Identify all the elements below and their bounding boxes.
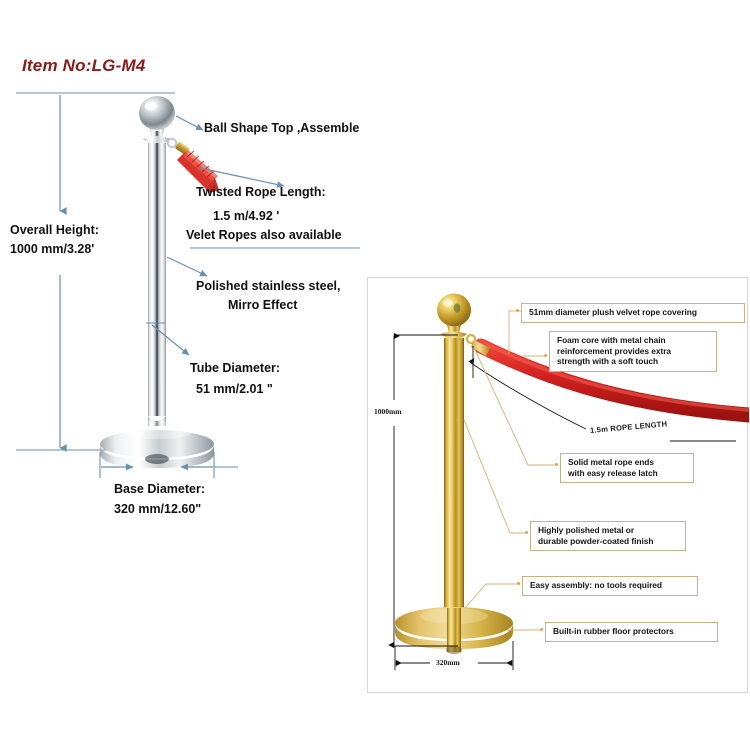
- overall-height-label: Overall Height:: [10, 223, 99, 237]
- height-dimension-label: 1000mm: [374, 407, 402, 416]
- annotation-tube-diameter-title: Tube Diameter:: [190, 361, 281, 375]
- leader-ball-top: [175, 115, 204, 131]
- leader-tube-diameter: [146, 322, 190, 356]
- height-dimension: [388, 332, 458, 649]
- velvet-rope-illustration: [473, 338, 749, 423]
- base-dimension: [394, 641, 514, 670]
- callout-leader-lines: [463, 310, 555, 631]
- leader-finish: [166, 256, 208, 277]
- base-diameter-value: 320 mm/12.60": [114, 502, 202, 516]
- callout-finish: Highly polished metal or durable powder-…: [530, 521, 686, 551]
- callout-floor-protectors: Built-in rubber floor protectors: [545, 622, 718, 642]
- callout-dot-finish: [525, 531, 528, 534]
- callout-dot-floor-protectors: [540, 628, 543, 631]
- callout-rope-ends: Solid metal rope ends with easy release …: [560, 453, 694, 483]
- annotation-finish-line2: Mirro Effect: [228, 298, 298, 312]
- item-number-label: Item No:LG-M4: [22, 56, 146, 75]
- callout-assembly: Easy assembly: no tools required: [522, 576, 698, 596]
- leader-rope-length: [190, 167, 360, 249]
- annotation-finish-line1: Polished stainless steel,: [196, 279, 341, 293]
- annotation-rope-length-value: 1.5 m/4.92 ': [213, 209, 280, 223]
- right-diagram-graphic: [388, 293, 749, 670]
- base-dimension-label: 320mm: [436, 658, 460, 667]
- stanchion-gold-illustration: [395, 293, 513, 654]
- annotation-rope-material: Velet Ropes also available: [186, 228, 342, 242]
- callout-dot-rope-ends: [555, 463, 558, 466]
- callout-dot-assembly: [517, 582, 520, 585]
- annotation-ball-top: Ball Shape Top ,Assemble: [204, 121, 360, 135]
- callout-dot-rope-covering: [516, 309, 519, 312]
- right-detail-panel: 51mm diameter plush velvet rope covering…: [367, 277, 749, 693]
- annotation-rope-length-title: Twisted Rope Length:: [196, 185, 326, 199]
- base-diameter-label: Base Diameter:: [114, 482, 206, 496]
- overall-height-value: 1000 mm/3.28': [10, 242, 95, 256]
- stanchion-chrome-illustration: [100, 96, 214, 468]
- annotation-tube-diameter-value: 51 mm/2.01 ": [196, 382, 273, 396]
- callout-rope-covering: 51mm diameter plush velvet rope covering: [521, 303, 745, 323]
- callout-dot-foam-core: [544, 354, 547, 357]
- rope-length-leader: [468, 346, 736, 442]
- rope-sample-illustration: [166, 137, 219, 193]
- base-diameter-dimension: [99, 452, 238, 478]
- callout-foam-core: Foam core with metal chain reinforcement…: [549, 331, 717, 372]
